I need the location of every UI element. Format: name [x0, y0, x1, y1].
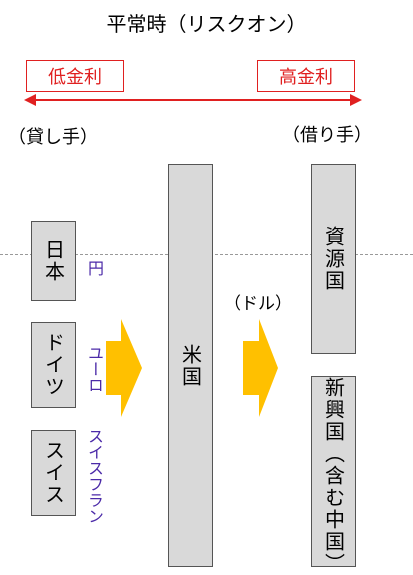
diagram-title: 平常時（リスクオン） [106, 12, 307, 36]
low-rate-label: 低金利 [26, 60, 124, 92]
currency-euro: ユーロ [85, 345, 104, 393]
lender-box-japan: 日本 [31, 221, 76, 301]
lender-label: （貸し手） [8, 127, 98, 148]
lender-name: 日本 [41, 239, 66, 283]
flow-arrow-us-to-borrowers [243, 319, 278, 417]
borrower-name: 新興国（含む中国） [321, 377, 346, 575]
lender-box-switzerland: スイス [31, 430, 76, 516]
lender-name: ドイツ [41, 332, 66, 398]
borrower-label: （借り手） [282, 125, 372, 146]
borrower-name: 資源国 [321, 226, 346, 292]
currency-yen: 円 [85, 260, 104, 276]
lender-name: スイス [41, 440, 66, 506]
lender-box-germany: ドイツ [31, 322, 76, 408]
rate-double-arrow [24, 94, 362, 106]
flow-currency-dollar: （ドル） [224, 294, 292, 314]
middle-box-us: 米国 [168, 164, 213, 567]
currency-swiss-franc: スイスフラン [85, 428, 104, 524]
borrower-box-resource: 資源国 [311, 164, 356, 354]
borrower-box-emerging: 新興国（含む中国） [311, 376, 356, 575]
middle-name: 米国 [178, 343, 203, 388]
high-rate-label: 高金利 [257, 60, 355, 92]
flow-arrow-lenders-to-us [106, 319, 142, 417]
